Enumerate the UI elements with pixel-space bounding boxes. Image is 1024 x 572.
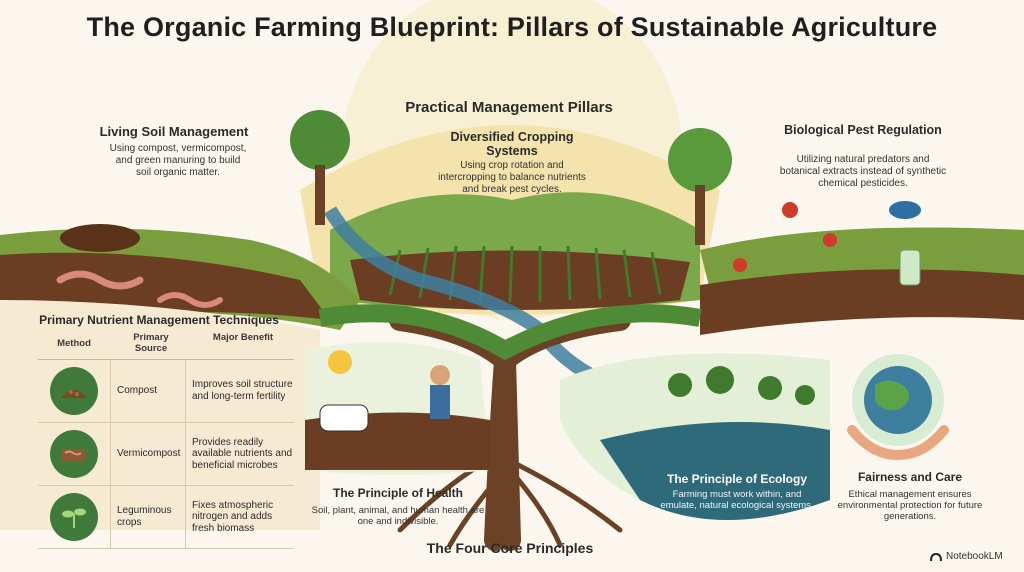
sun-icon — [328, 350, 352, 374]
right-soil — [700, 269, 1024, 335]
ladybug-icon — [823, 233, 837, 247]
globe-land — [875, 380, 909, 411]
table-header-row: Method Primary Source Major Benefit — [38, 330, 294, 360]
tree-stem — [695, 185, 705, 245]
page-title: The Organic Farming Blueprint: Pillars o… — [86, 12, 938, 42]
fairness-principle-body: Ethical management ensures environmental… — [837, 489, 983, 523]
hands-icon — [847, 425, 949, 461]
pest-pillar-title: Biological Pest Regulation — [784, 123, 942, 137]
pillars-heading: Practical Management Pillars — [405, 99, 613, 116]
header-benefit: Major Benefit — [212, 332, 274, 343]
legume-sprout-icon — [50, 492, 98, 541]
ecology-water — [600, 422, 830, 520]
crop-field-soil — [350, 250, 690, 310]
botanical-bottle-icon — [899, 249, 921, 286]
brand-watermark: NotebookLM — [930, 551, 1020, 562]
row-source: Compost — [110, 359, 186, 422]
tree-stem — [315, 165, 325, 225]
ecology-principle-body: Farming must work within, and emulate, n… — [660, 489, 814, 512]
compost-icon — [50, 366, 98, 415]
vermicompost-icon — [50, 429, 98, 478]
soil-pillar-body: Using compost, vermicompost, and green m… — [109, 143, 247, 178]
farmer-icon — [430, 365, 450, 385]
fruit-tree-icon — [668, 128, 732, 192]
header-method: Method — [57, 338, 91, 350]
tree-roots — [397, 447, 623, 548]
ladybug-icon — [733, 258, 747, 272]
table-row: Compost Improves soil structure and long… — [38, 359, 294, 423]
earthworm-icon — [56, 270, 144, 290]
tree-branches — [318, 304, 702, 361]
nutrient-table: Method Primary Source Major Benefit Comp… — [38, 330, 294, 549]
table-row: Leguminous crops Fixes atmospheric nitro… — [38, 485, 294, 549]
compost-pile — [60, 224, 140, 252]
river — [323, 206, 604, 387]
soil-pillar-title: Living Soil Management — [99, 124, 249, 139]
ecology-principle-title: The Principle of Ecology — [666, 472, 808, 486]
cow-icon — [319, 404, 369, 432]
forest-trees — [668, 366, 815, 405]
fairness-principle-title: Fairness and Care — [857, 470, 963, 484]
bird-icon — [889, 201, 921, 219]
row-benefit: Provides readily available nutrients and… — [192, 436, 293, 471]
row-source: Vermicompost — [110, 422, 186, 485]
core-principles-heading: The Four Core Principles — [426, 540, 594, 556]
farmer-body — [430, 385, 450, 419]
nutrient-table-title: Primary Nutrient Management Techniques — [39, 313, 279, 327]
health-principle-body: Soil, plant, animal, and human health ar… — [311, 505, 485, 528]
notebooklm-logo-icon — [930, 552, 942, 561]
health-principle-title: The Principle of Health — [332, 486, 464, 500]
brand-label: NotebookLM — [946, 551, 1003, 562]
row-benefit: Fixes atmospheric nitrogen and adds fres… — [192, 499, 274, 534]
ladybug-icon — [782, 202, 798, 218]
pest-pillar-body: Utilizing natural predators and botanica… — [779, 154, 947, 189]
cropping-pillar-title: Diversified Cropping Systems — [450, 130, 574, 158]
apple-tree-icon — [290, 110, 350, 170]
row-benefit: Improves soil structure and long-term fe… — [192, 379, 293, 402]
earthworm-icon — [157, 292, 223, 308]
header-source: Primary Source — [133, 332, 169, 354]
cropping-pillar-body: Using crop rotation and intercropping to… — [438, 160, 586, 195]
table-row: Vermicompost Provides readily available … — [38, 422, 294, 486]
row-source: Leguminous crops — [110, 485, 186, 548]
